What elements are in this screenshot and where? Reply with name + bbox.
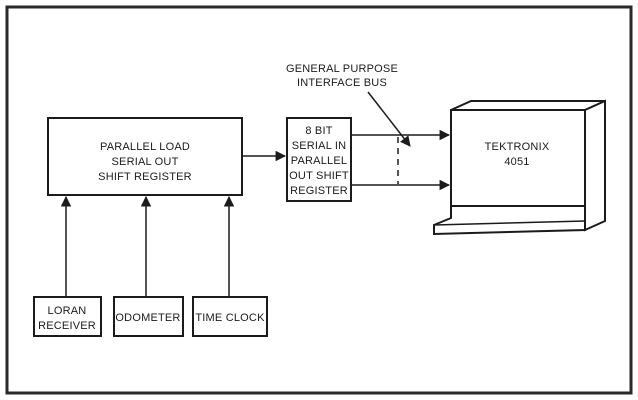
tektronix-terminal: TEKTRONIX 4051: [434, 101, 605, 234]
bus-pointer-arrow: [368, 92, 410, 146]
converter-line-5: REGISTER: [290, 185, 348, 197]
serial-to-parallel-register: 8 BIT SERIAL IN PARALLEL OUT SHIFT REGIS…: [287, 118, 351, 201]
terminal-keyboard-shelf: [434, 206, 585, 234]
shift-register-line-3: SHIFT REGISTER: [98, 171, 192, 183]
shift-register-line-1: PARALLEL LOAD: [100, 141, 190, 153]
odometer-block: ODOMETER: [114, 297, 183, 336]
terminal-side-face: [585, 101, 605, 230]
loran-label-line-1: LORAN: [48, 305, 87, 317]
parallel-load-shift-register: PARALLEL LOAD SERIAL OUT SHIFT REGISTER: [48, 118, 242, 195]
odometer-label: ODOMETER: [115, 312, 180, 324]
loran-receiver-block: LORAN RECEIVER: [34, 297, 101, 336]
bus-label-line-1: GENERAL PURPOSE: [286, 63, 398, 75]
shift-register-line-2: SERIAL OUT: [112, 156, 179, 168]
bus-label-line-2: INTERFACE BUS: [297, 77, 387, 89]
terminal-label-line-1: TEKTRONIX: [485, 141, 550, 153]
time-clock-label: TIME CLOCK: [195, 312, 265, 324]
loran-label-line-2: RECEIVER: [38, 320, 96, 332]
converter-line-4: OUT SHIFT: [289, 170, 349, 182]
converter-line-1: 8 BIT: [305, 125, 332, 137]
converter-line-3: PARALLEL: [291, 155, 347, 167]
time-clock-block: TIME CLOCK: [193, 297, 267, 336]
converter-line-2: SERIAL IN: [292, 140, 347, 152]
terminal-label-line-2: 4051: [504, 156, 529, 168]
terminal-top-face: [451, 101, 605, 110]
